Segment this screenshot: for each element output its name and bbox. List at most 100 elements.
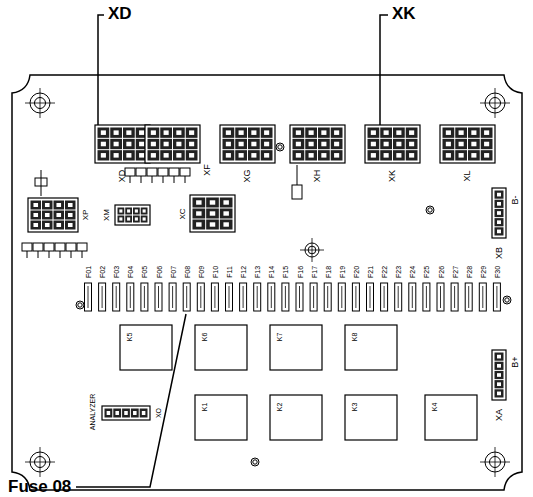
relay: [270, 325, 322, 370]
connector-pin-hole: [226, 130, 231, 135]
pin-header: [169, 168, 179, 176]
connector-pin-hole: [309, 153, 314, 158]
fuse-number: F07: [169, 266, 176, 278]
fuse-holder: [465, 283, 472, 311]
wire-connector: [290, 125, 345, 163]
connector-pin-hole: [239, 130, 244, 135]
fuse-element: [158, 286, 159, 308]
fuse-number: F29: [479, 266, 486, 278]
connector-name: XL: [463, 170, 472, 181]
connector-pin: [393, 150, 405, 160]
fuse-element: [88, 286, 89, 308]
fuse-holder: [211, 283, 218, 311]
connector-pin: [141, 208, 148, 215]
pin-header: [158, 168, 168, 176]
connector-pin: [293, 139, 305, 149]
crosshair: [312, 238, 313, 262]
connector-pin: [220, 209, 233, 219]
relay-name: K2: [276, 403, 283, 412]
connector-pin-hole: [33, 203, 38, 207]
connector-pin-hole: [334, 142, 339, 147]
connector-pin-hole: [264, 130, 269, 135]
connector-pin-hole: [164, 142, 169, 147]
connector-pin: [160, 139, 172, 149]
relay-name: K4: [431, 403, 438, 412]
mounting-hole-inner: [428, 208, 432, 212]
connector-pin: [305, 128, 317, 138]
relay: [270, 395, 322, 440]
connector-pin: [206, 198, 219, 208]
leader-line: [98, 15, 104, 128]
connector-pin: [105, 409, 113, 418]
fuse-element: [186, 286, 187, 308]
fuse-element: [243, 286, 244, 308]
connector-name: XD: [118, 170, 127, 183]
relay: [195, 325, 247, 370]
connector-pin-hole: [101, 153, 106, 158]
connector-pin: [380, 150, 392, 160]
connector-pin-hole: [396, 130, 401, 135]
connector-pin-hole: [321, 130, 326, 135]
connector-pin-hole: [119, 209, 122, 212]
connector-pin-hole: [151, 142, 156, 147]
header-pin: [49, 251, 50, 258]
connector-pin-hole: [196, 211, 201, 215]
pin-header: [136, 168, 146, 176]
connector-pin-hole: [497, 373, 501, 377]
wire-connector: [440, 125, 495, 163]
fuse-element: [214, 286, 215, 308]
mounting-hole-inner: [278, 145, 282, 149]
connector-pin: [220, 220, 233, 230]
connector-pin: [110, 150, 122, 160]
wire-connector: [115, 205, 150, 225]
connector-pin-hole: [264, 142, 269, 147]
fuse-number: F05: [141, 266, 148, 278]
fuse-number: F01: [85, 266, 92, 278]
connector-pin-hole: [371, 153, 376, 158]
connector-pin-hole: [56, 203, 61, 207]
connector-pin-hole: [384, 153, 389, 158]
relay: [195, 395, 247, 440]
connector-pin-hole: [384, 130, 389, 135]
connector-pin: [42, 201, 53, 210]
connector-pin: [98, 150, 110, 160]
connector-pin-hole: [497, 230, 501, 234]
connector-pin: [141, 216, 148, 223]
connector-pin-hole: [459, 153, 464, 158]
connector-pin-hole: [409, 130, 414, 135]
connector-pin-hole: [309, 142, 314, 147]
header-pin: [60, 251, 61, 258]
connector-pin: [495, 353, 504, 361]
fuse-element: [398, 286, 399, 308]
fuse-holder: [437, 283, 444, 311]
connector-pin-hole: [101, 130, 106, 135]
connector-name: XH: [313, 170, 322, 183]
connector-pin-hole: [68, 213, 73, 217]
fuse-holder: [183, 283, 190, 311]
connector-pin-hole: [396, 142, 401, 147]
fuse-holder: [451, 283, 458, 311]
relay: [425, 395, 477, 440]
connector-pin-hole: [459, 142, 464, 147]
connector-pin: [248, 139, 260, 149]
fuse-holder: [493, 283, 500, 311]
connector-pin: [261, 139, 273, 149]
fuse-number: F03: [113, 266, 120, 278]
pin-header: [22, 243, 32, 251]
mounting-hole: [426, 206, 434, 214]
connector-pin-hole: [334, 130, 339, 135]
port-name: ANALYZER: [89, 394, 96, 430]
fuse-element: [440, 286, 441, 308]
connector-pin: [318, 128, 330, 138]
connector-pin: [110, 139, 122, 149]
connector-pin-hole: [126, 130, 131, 135]
connector-pin-hole: [497, 364, 501, 368]
connector-pin-hole: [296, 153, 301, 158]
connector-name: XB: [495, 247, 504, 259]
fuse-element: [200, 286, 201, 308]
connector-pin: [160, 150, 172, 160]
header-pin: [141, 176, 142, 183]
connector-pin: [160, 128, 172, 138]
crosshair: [495, 88, 496, 118]
connector-pin-hole: [264, 153, 269, 158]
